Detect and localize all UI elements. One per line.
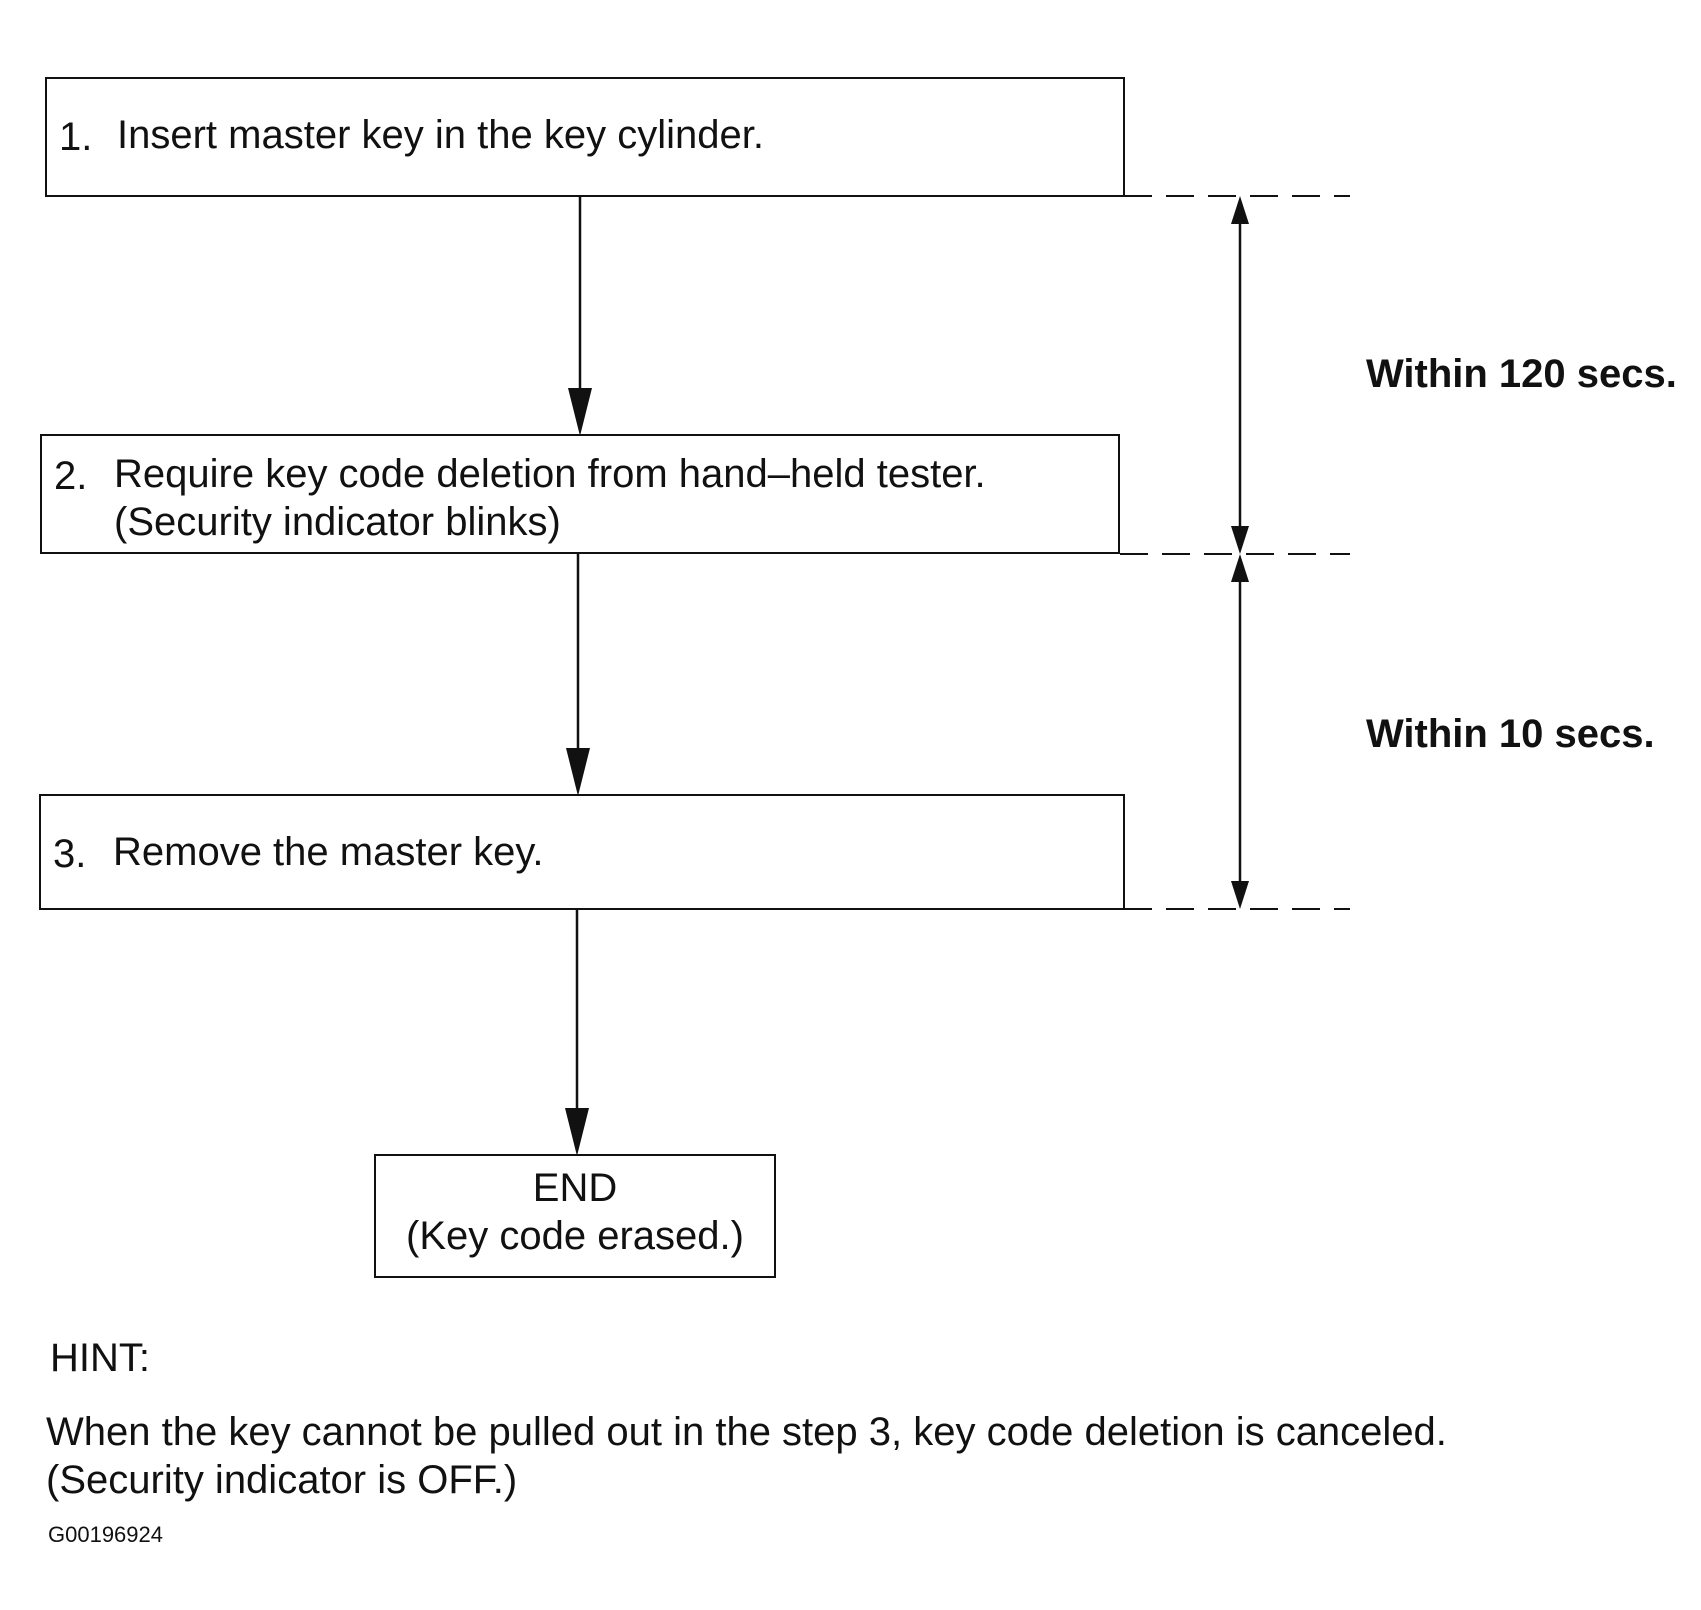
step-3-text: Remove the master key. (113, 830, 544, 874)
step-2-text: Require key code deletion from hand–held… (114, 452, 986, 496)
end-title: END (532, 1166, 618, 1210)
timing-label-10: Within 10 secs. (1366, 712, 1655, 756)
step-2-number: 2. (54, 454, 88, 498)
step-1-number: 1. (59, 115, 93, 159)
step-1-box: 1. Insert master key in the key cylinder… (45, 77, 1125, 197)
step-2-subtext: (Security indicator blinks) (114, 500, 561, 544)
timing-arrow-10-bottom (1231, 881, 1249, 909)
figure-code: G00196924 (48, 1522, 163, 1547)
step-1-text: Insert master key in the key cylinder. (117, 113, 764, 157)
step-2-box: 2. Require key code deletion from hand–h… (40, 434, 1120, 554)
timing-arrow-120-top (1231, 196, 1249, 224)
timing-label-120: Within 120 secs. (1366, 352, 1677, 396)
hint-text-line-1: When the key cannot be pulled out in the… (46, 1410, 1447, 1454)
timing-arrow-10-top (1231, 554, 1249, 582)
end-box: END (Key code erased.) (374, 1154, 776, 1278)
arrowhead-end (565, 1108, 589, 1156)
step-3-box: 3. Remove the master key. (39, 794, 1125, 910)
hint-label: HINT: (50, 1336, 150, 1380)
hint-text-line-2: (Security indicator is OFF.) (46, 1458, 518, 1502)
timing-arrow-120-bottom (1231, 526, 1249, 554)
arrowhead-step2 (568, 388, 592, 436)
end-subtitle: (Key code erased.) (406, 1214, 744, 1258)
step-3-number: 3. (53, 832, 87, 876)
arrowhead-step3 (566, 748, 590, 796)
